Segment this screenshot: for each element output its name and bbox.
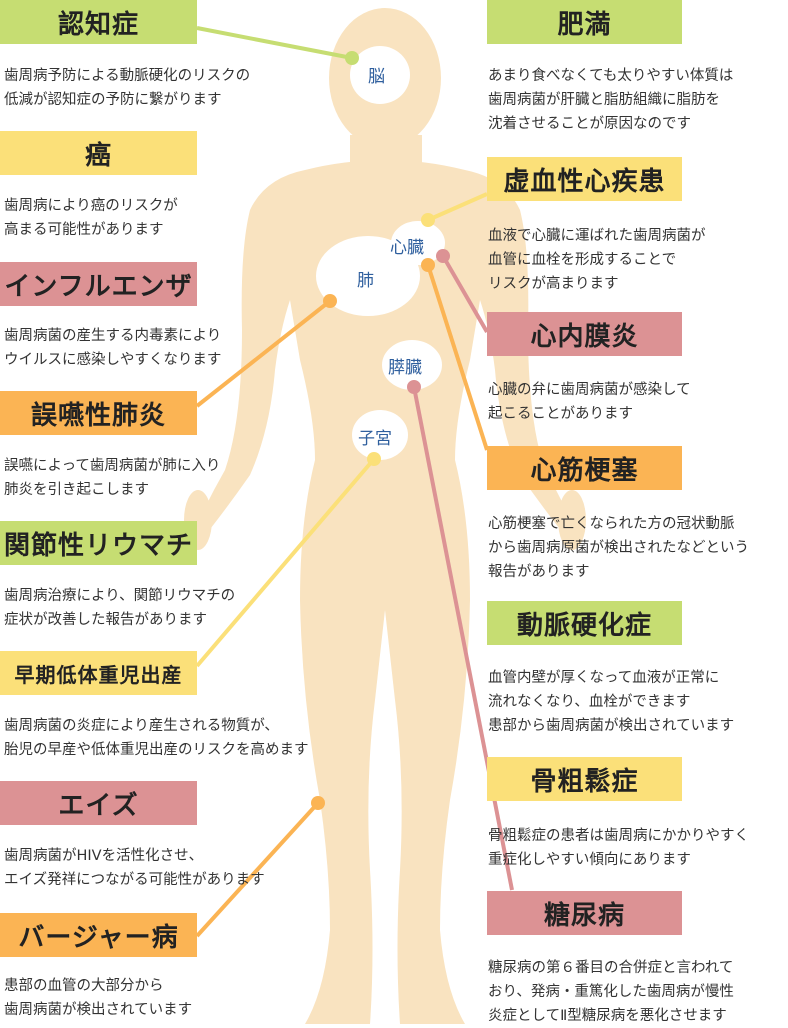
desc-line: 炎症としてⅡ型糖尿病を悪化させます (488, 1008, 727, 1024)
disease-desc-arteriosclerosis: 血管内壁が厚くなって血液が正常に 流れなくなり、血栓ができます 患部から歯周病菌… (488, 666, 734, 738)
desc-line: おり、発病・重篤化した歯周病が慢性 (488, 984, 734, 1000)
desc-line: 沈着させることが原因なのです (488, 116, 691, 132)
disease-desc-endocarditis: 心臓の弁に歯周病菌が感染して 起こることがあります (488, 378, 691, 426)
desc-line: ウイルスに感染しやすくなります (4, 352, 222, 368)
disease-desc-aids: 歯周病菌がHIVを活性化させ、 エイズ発祥につながる可能性があります (4, 844, 265, 892)
disease-title-buerger: バージャー病 (0, 913, 197, 957)
desc-line: 重症化しやすい傾向にあります (488, 852, 691, 868)
pancreas-bubble (382, 340, 442, 390)
disease-desc-preterm-birth: 歯周病菌の炎症により産生される物質が、 胎児の早産や低体重児出産のリスクを高めま… (4, 714, 309, 762)
disease-title-cancer: 癌 (0, 131, 197, 175)
disease-title-myocardial-infarction: 心筋梗塞 (487, 446, 682, 490)
disease-desc-dementia: 歯周病予防による動脈硬化のリスクの 低減が認知症の予防に繋がります (4, 64, 250, 112)
organ-label-brain: 脳 (368, 67, 385, 87)
disease-desc-cancer: 歯周病により癌のリスクが 高まる可能性があります (4, 194, 178, 242)
disease-desc-diabetes: 糖尿病の第６番目の合併症と言われて おり、発病・重篤化した歯周病が慢性 炎症とし… (488, 956, 734, 1028)
desc-line: エイズ発祥につながる可能性があります (4, 872, 265, 888)
desc-line: 歯周病菌の炎症により産生される物質が、 (4, 718, 279, 734)
desc-line: 患部の血管の大部分から (4, 978, 164, 994)
connector-dots (311, 51, 450, 810)
desc-line: 歯周病菌の産生する内毒素により (4, 328, 222, 344)
desc-line: 症状が改善した報告があります (4, 612, 207, 628)
lung-bubble (316, 236, 420, 316)
disease-desc-rheumatoid-arthritis: 歯周病治療により、関節リウマチの 症状が改善した報告があります (4, 584, 235, 632)
disease-desc-ischemic-heart: 血液で心臓に運ばれた歯周病菌が 血管に血栓を形成することで リスクが高まります (488, 224, 706, 296)
desc-line: 骨粗鬆症の患者は歯周病にかかりやすく (488, 828, 749, 844)
organ-label-lung: 肺 (357, 271, 374, 291)
desc-line: から歯周病原菌が検出されたなどという (488, 540, 749, 556)
desc-line: 血管内壁が厚くなって血液が正常に (488, 670, 720, 686)
disease-desc-influenza: 歯周病菌の産生する内毒素により ウイルスに感染しやすくなります (4, 324, 221, 372)
disease-title-obesity: 肥満 (487, 0, 682, 44)
disease-title-arteriosclerosis: 動脈硬化症 (487, 601, 682, 645)
desc-line: 肺炎を引き起こします (4, 482, 149, 498)
connector-lines (195, 26, 514, 938)
desc-line: 低減が認知症の予防に繋がります (4, 92, 222, 108)
desc-line: 流れなくなり、血栓ができます (488, 694, 691, 710)
desc-line: 歯周病治療により、関節リウマチの (4, 588, 236, 604)
disease-title-influenza: インフルエンザ (0, 262, 197, 306)
desc-line: 歯周病予防による動脈硬化のリスクの (4, 68, 251, 84)
desc-line: 歯周病菌が検出されています (4, 1002, 193, 1018)
disease-desc-buerger: 患部の血管の大部分から 歯周病菌が検出されています (4, 974, 192, 1022)
disease-title-aspiration-pneumonia: 誤嚥性肺炎 (0, 391, 197, 435)
desc-line: あまり食べなくても太りやすい体質は (488, 68, 734, 84)
desc-line: 歯周病菌が肝臓と脂肪組織に脂肪を (488, 92, 720, 108)
disease-title-preterm-birth: 早期低体重児出産 (0, 651, 197, 695)
disease-title-endocarditis: 心内膜炎 (487, 312, 682, 356)
disease-desc-osteoporosis: 骨粗鬆症の患者は歯周病にかかりやすく 重症化しやすい傾向にあります (488, 824, 749, 872)
desc-line: 心筋梗塞で亡くなられた方の冠状動脈 (488, 516, 735, 532)
desc-line: 高まる可能性があります (4, 222, 164, 238)
disease-title-dementia: 認知症 (0, 0, 197, 44)
desc-line: 誤嚥によって歯周病菌が肺に入り (4, 458, 221, 474)
desc-line: リスクが高まります (488, 276, 619, 292)
desc-line: 歯周病により癌のリスクが (4, 198, 178, 214)
organ-bubbles (316, 46, 445, 460)
disease-desc-obesity: あまり食べなくても太りやすい体質は 歯周病菌が肝臓と脂肪組織に脂肪を 沈着させる… (488, 64, 733, 136)
disease-title-osteoporosis: 骨粗鬆症 (487, 757, 682, 801)
desc-line: 血管に血栓を形成することで (488, 252, 677, 268)
disease-title-diabetes: 糖尿病 (487, 891, 682, 935)
disease-desc-myocardial-infarction: 心筋梗塞で亡くなられた方の冠状動脈 から歯周病原菌が検出されたなどという 報告が… (488, 512, 749, 584)
desc-line: 患部から歯周病菌が検出されています (488, 718, 735, 734)
desc-line: 報告があります (488, 564, 590, 580)
organ-label-pancreas: 膵臓 (388, 358, 422, 378)
desc-line: 起こることがあります (488, 406, 633, 422)
desc-line: 糖尿病の第６番目の合併症と言われて (488, 960, 734, 976)
disease-desc-aspiration-pneumonia: 誤嚥によって歯周病菌が肺に入り 肺炎を引き起こします (4, 454, 220, 502)
disease-title-rheumatoid-arthritis: 関節性リウマチ (0, 521, 197, 565)
desc-line: 胎児の早産や低体重児出産のリスクを高めます (4, 742, 309, 758)
desc-line: 歯周病菌がHIVを活性化させ、 (4, 848, 204, 864)
desc-line: 心臓の弁に歯周病菌が感染して (488, 382, 691, 398)
organ-label-heart: 心臓 (390, 238, 424, 258)
disease-title-ischemic-heart: 虚血性心疾患 (487, 157, 682, 201)
disease-title-aids: エイズ (0, 781, 197, 825)
organ-label-uterus: 子宮 (358, 429, 392, 449)
heart-bubble (391, 221, 445, 265)
uterus-bubble (352, 410, 408, 460)
desc-line: 血液で心臓に運ばれた歯周病菌が (488, 228, 706, 244)
brain-bubble (350, 46, 410, 104)
